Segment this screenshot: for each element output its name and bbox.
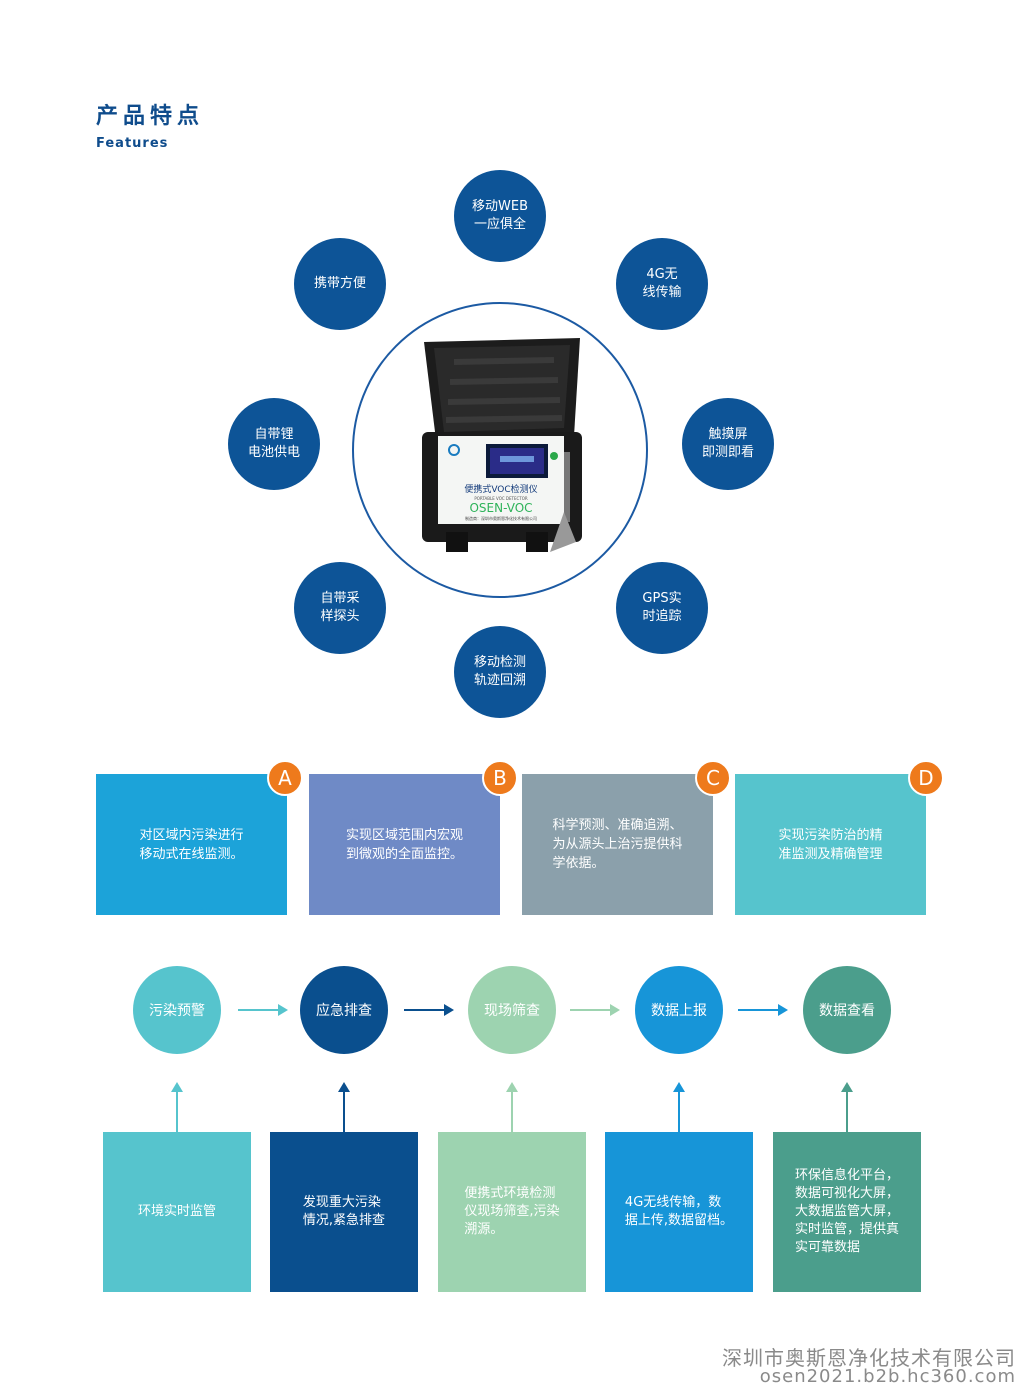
feature-gps: GPS实 时追踪 <box>616 562 708 654</box>
device-model: OSEN-VOC <box>469 501 532 515</box>
up-arrow-line-5 <box>846 1092 848 1132</box>
process-warning: 污染预警 <box>133 966 221 1054</box>
process-report: 数据上报 <box>635 966 723 1054</box>
feature-battery: 自带锂 电池供电 <box>228 398 320 490</box>
section-subtitle: Features <box>96 136 169 151</box>
detail-4g: 4G无线传输，数 据上传,数据留档。 <box>605 1132 753 1292</box>
section-title: 产品特点 <box>96 104 205 129</box>
detail-realtime: 环境实时监管 <box>103 1132 251 1292</box>
arrow-head-2 <box>444 1004 454 1016</box>
device-label: 便携式VOC检测仪 <box>464 483 537 495</box>
feature-portable: 携带方便 <box>294 238 386 330</box>
advantage-b: 实现区域范围内宏观 到微观的全面监控。 <box>309 774 500 915</box>
feature-web: 移动WEB 一应俱全 <box>454 170 546 262</box>
feature-probe: 自带采 样探头 <box>294 562 386 654</box>
up-arrow-line-3 <box>511 1092 513 1132</box>
process-screening: 现场筛查 <box>468 966 556 1054</box>
arrow-line-3 <box>570 1009 610 1011</box>
device-sub: PORTABLE VOC DETECTOR <box>474 496 528 501</box>
badge-b: B <box>482 760 518 796</box>
feature-4g: 4G无 线传输 <box>616 238 708 330</box>
badge-c: C <box>695 760 731 796</box>
badge-a: A <box>267 760 303 796</box>
arrow-head-3 <box>610 1004 620 1016</box>
company-url: osen2021.b2b.hc360.com <box>759 1366 1016 1387</box>
arrow-line-4 <box>738 1009 778 1011</box>
feature-touchscreen: 触摸屏 即测即看 <box>682 398 774 490</box>
up-arrow-head-3 <box>506 1082 518 1092</box>
company-name: 深圳市奥斯恩净化技术有限公司 <box>722 1346 1016 1370</box>
up-arrow-line-1 <box>176 1092 178 1132</box>
up-arrow-head-2 <box>338 1082 350 1092</box>
up-arrow-head-1 <box>171 1082 183 1092</box>
up-arrow-head-5 <box>841 1082 853 1092</box>
up-arrow-head-4 <box>673 1082 685 1092</box>
device-maker: 制造商：深圳市奥斯恩净化技术有限公司 <box>465 515 537 521</box>
feature-track: 移动检测 轨迹回溯 <box>454 626 546 718</box>
arrow-line-1 <box>238 1009 278 1011</box>
detail-screening: 便携式环境检测 仪现场筛查,污染 溯源。 <box>438 1132 586 1292</box>
detail-platform: 环保信息化平台， 数据可视化大屏， 大数据监管大屏， 实时监管，提供真 实可靠数… <box>773 1132 921 1292</box>
arrow-line-2 <box>404 1009 444 1011</box>
arrow-head-4 <box>778 1004 788 1016</box>
arrow-head-1 <box>278 1004 288 1016</box>
device-illustration: 便携式VOC检测仪 PORTABLE VOC DETECTOR OSEN-VOC… <box>422 338 582 552</box>
up-arrow-line-4 <box>678 1092 680 1132</box>
detail-emergency: 发现重大污染 情况,紧急排查 <box>270 1132 418 1292</box>
process-emergency: 应急排查 <box>300 966 388 1054</box>
badge-d: D <box>908 760 944 796</box>
up-arrow-line-2 <box>343 1092 345 1132</box>
advantage-a: 对区域内污染进行 移动式在线监测。 <box>96 774 287 915</box>
advantage-c: 科学预测、准确追溯、 为从源头上治污提供科 学依据。 <box>522 774 713 915</box>
process-view: 数据查看 <box>803 966 891 1054</box>
advantage-d: 实现污染防治的精 准监测及精确管理 <box>735 774 926 915</box>
